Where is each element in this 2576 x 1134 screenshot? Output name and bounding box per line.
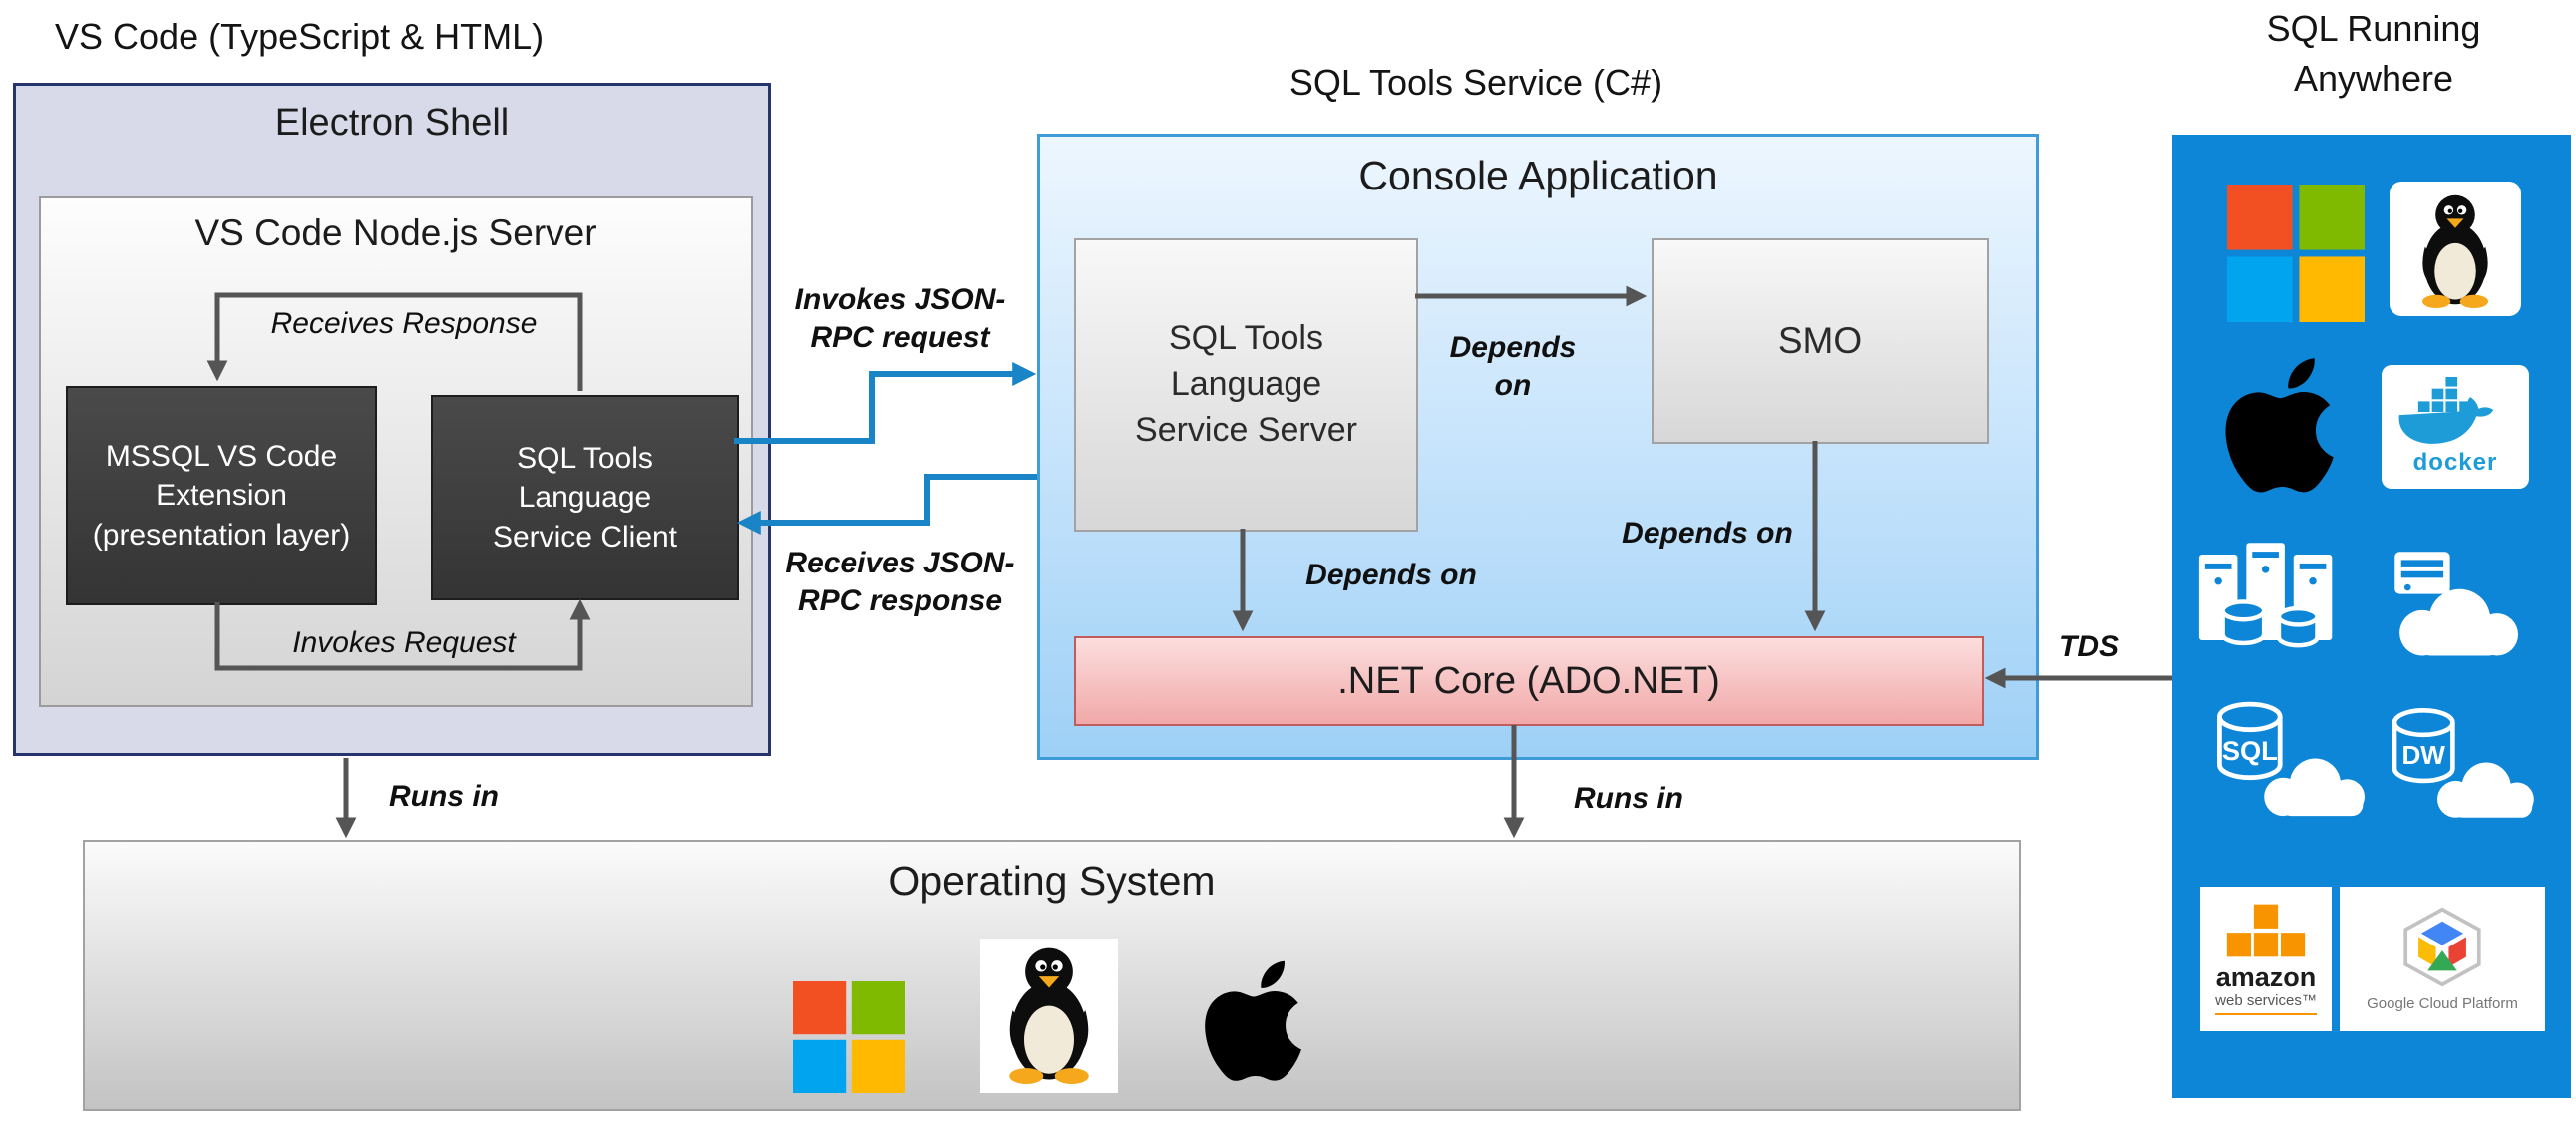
rpc-receive-label: Receives JSON-RPC response	[785, 547, 1015, 617]
windows-logo-icon	[792, 981, 905, 1093]
receives-response-label: Receives Response	[270, 307, 538, 340]
dw-label: DW	[2401, 740, 2445, 770]
apple-logo-icon	[2225, 358, 2334, 493]
tds-label: TDS	[2059, 630, 2119, 663]
invokes-request-label: Invokes Request	[292, 626, 516, 659]
aws-logo-tile: amazon web services™	[2200, 887, 2332, 1031]
cloud-server-icon	[2394, 552, 2519, 656]
gcp-hexagon-icon	[2403, 907, 2481, 986]
linux-tux-icon	[1008, 947, 1089, 1084]
net-core-box: .NET Core (ADO.NET)	[1074, 636, 1984, 726]
aws-cubes-icon	[2226, 904, 2306, 957]
runs-in-right-label: Runs in	[1574, 782, 1683, 815]
electron-shell-title: Electron Shell	[274, 102, 510, 144]
operating-system-box: Operating System	[83, 840, 2021, 1111]
linux-tux-tile	[979, 939, 1118, 1093]
gcp-label: Google Cloud Platform	[2367, 994, 2518, 1012]
dw-cloud-icon: DW	[2392, 707, 2534, 818]
gcp-logo-tile: Google Cloud Platform	[2340, 887, 2545, 1031]
docker-label: docker	[2412, 449, 2498, 476]
runs-in-left-label: Runs in	[389, 780, 499, 813]
smo-box: SMO	[1652, 238, 1989, 444]
docker-whale-icon	[2398, 377, 2494, 444]
service-server-box: SQL Tools Language Service Server	[1074, 238, 1418, 532]
depends-on-smo-label: Depends on	[1449, 331, 1577, 402]
sql-tools-section-heading: SQL Tools Service (C#)	[1288, 62, 1663, 103]
mssql-extension-box: MSSQL VS Code Extension (presentation la…	[66, 386, 377, 605]
depends-on-right-label: Depends on	[1622, 517, 1793, 550]
sql-anywhere-panel: docker	[2172, 135, 2571, 1098]
linux-tux-tile	[2390, 182, 2521, 316]
arrow-rpc-receive	[736, 474, 1037, 535]
console-application-title: Console Application	[1358, 153, 1718, 198]
electron-shell-box: Electron Shell VS Code Node.js Server MS…	[13, 83, 771, 756]
rpc-invoke-label: Invokes JSON-RPC request	[794, 283, 1006, 354]
service-client-box: SQL Tools Language Service Client	[431, 395, 739, 600]
sql-server-cluster-icon	[2198, 543, 2333, 648]
apple-logo-icon	[1204, 960, 1301, 1081]
linux-tux-icon	[2421, 194, 2489, 308]
docker-logo-tile: docker	[2382, 365, 2529, 489]
operating-system-title: Operating System	[888, 858, 1216, 904]
vscode-section-heading: VS Code (TypeScript & HTML)	[55, 16, 545, 57]
node-server-box: VS Code Node.js Server MSSQL VS Code Ext…	[39, 196, 753, 707]
aws-label-amazon: amazon	[2215, 961, 2317, 992]
sql-db-label: SQL	[2222, 735, 2278, 766]
arrow-rpc-invoke	[734, 362, 1037, 444]
console-application-box: Console Application SQL Tools Language S…	[1037, 134, 2039, 760]
windows-logo-icon	[2227, 185, 2365, 322]
os-logos-row	[85, 939, 2019, 1093]
sql-anywhere-heading: SQL Running Anywhere	[2266, 8, 2481, 100]
sql-db-cloud-icon: SQL	[2217, 701, 2365, 817]
aws-label-webservices: web services™	[2215, 991, 2317, 1016]
node-server-title: VS Code Node.js Server	[194, 212, 597, 253]
depends-on-left-label: Depends on	[1305, 559, 1477, 591]
